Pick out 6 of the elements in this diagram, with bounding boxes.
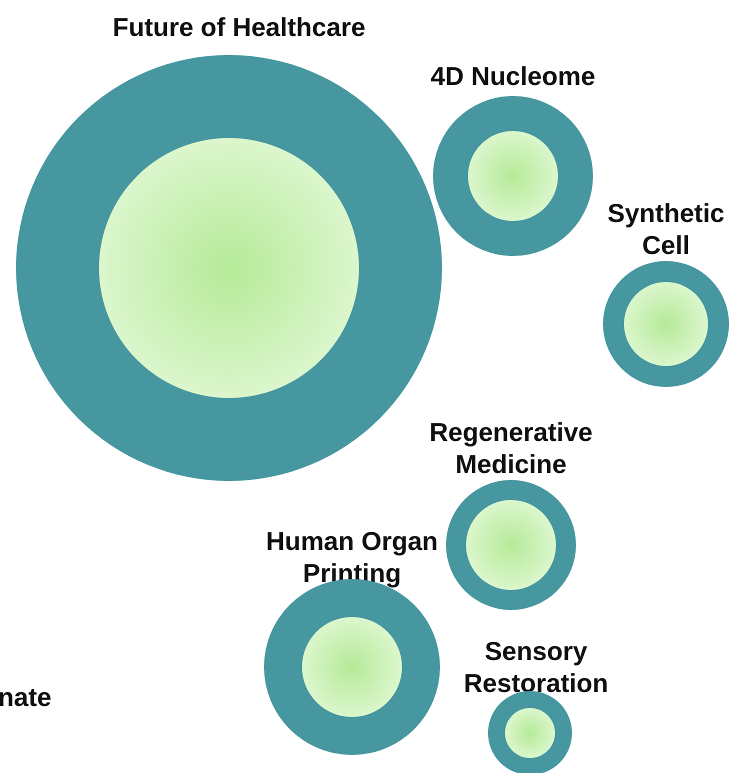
- bubble-title: nate: [0, 681, 52, 713]
- bubble-title: Synthetic Cell: [606, 197, 726, 261]
- bubble-title: Regenerative Medicine: [428, 416, 594, 480]
- bubble-title: Future of Healthcare: [112, 11, 366, 43]
- bubble-title: Sensory Restoration: [462, 635, 610, 699]
- bubble-title: 4D Nucleome: [430, 60, 596, 92]
